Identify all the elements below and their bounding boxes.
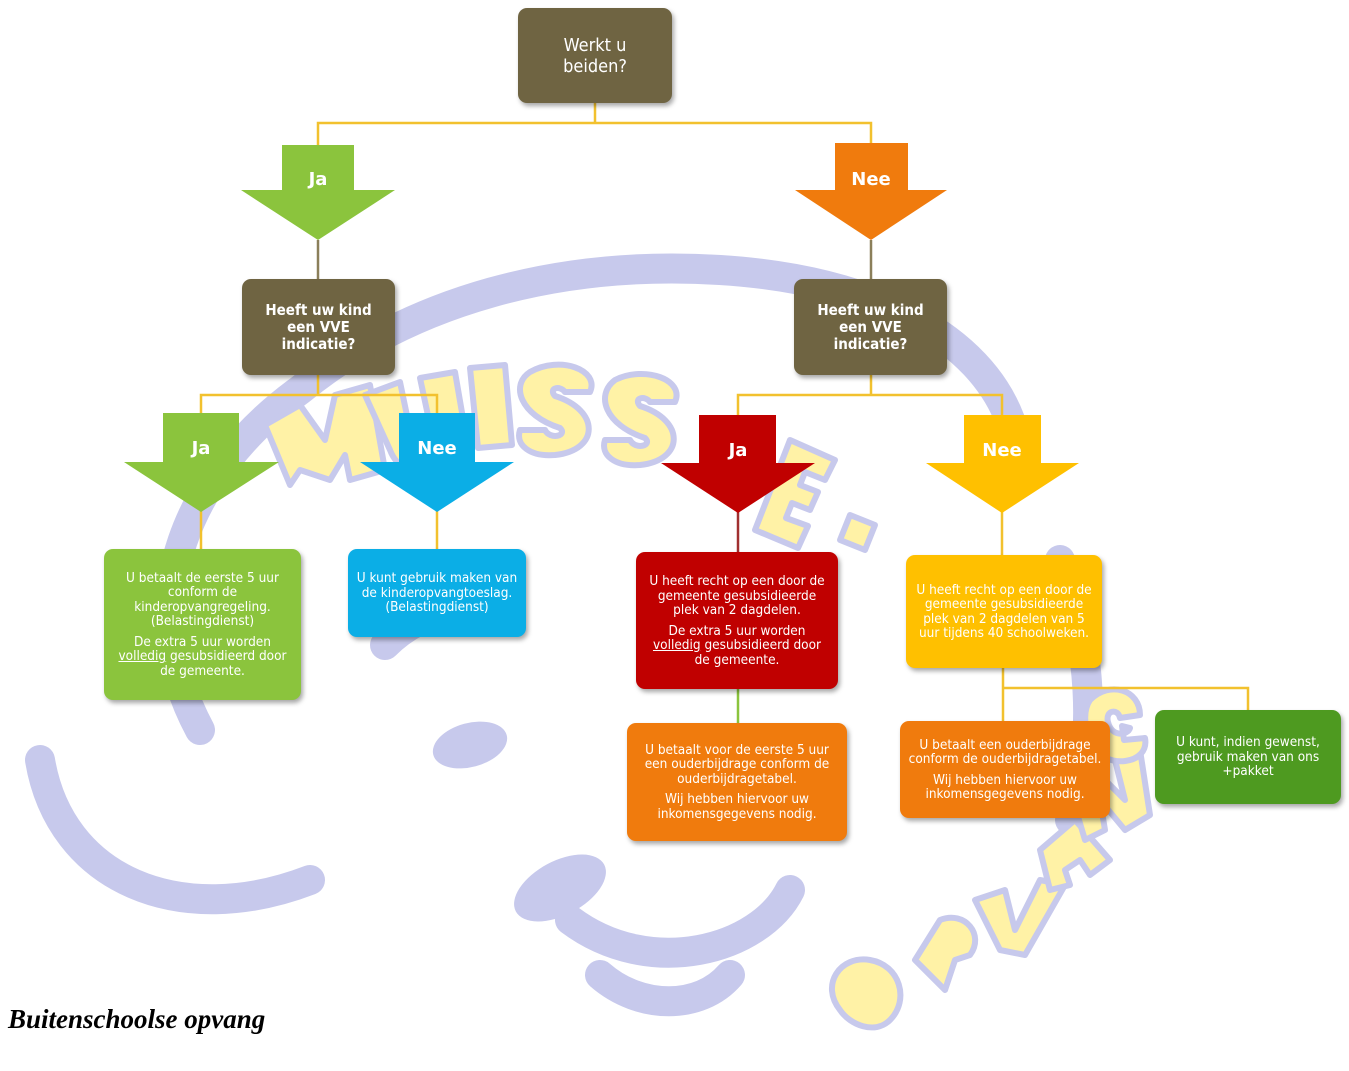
- section-heading: Buitenschoolse opvang: [8, 1004, 266, 1034]
- outcome-text: U heeft recht op een door de gemeente ge…: [916, 581, 1092, 641]
- watermark-eye: [514, 854, 606, 922]
- watermark-letter-m: [262, 382, 388, 488]
- arrow-down-red: [661, 415, 815, 513]
- question-text: Heeft uw kind een VVE indicatie?: [817, 300, 924, 353]
- watermark-nose: [432, 721, 508, 769]
- arrow-down-yellow: [926, 415, 1079, 513]
- connector-yellow-box: [1001, 668, 1250, 722]
- outcome-box-yellow: U heeft recht op een door de gemeente ge…: [906, 555, 1102, 668]
- watermark-letter-s1: [516, 361, 595, 459]
- watermark-letter-o: [828, 956, 904, 1031]
- outcome-box-green: U betaalt de eerste 5 uur conform de kin…: [104, 549, 301, 700]
- watermark-letter-p: [912, 914, 979, 993]
- outcome-text-part: gesubsidieerd door de gemeente.: [160, 648, 287, 679]
- question-line-2: beiden?: [563, 55, 627, 77]
- outcome-box-orange-ouderbijdrage-5uur: U betaalt voor de eerste 5 uur een ouder…: [627, 723, 847, 841]
- outcome-text-2: De extra 5 uur worden volledig gesubsidi…: [644, 622, 830, 668]
- arrow-label-nee-right: Nee: [982, 440, 1022, 461]
- watermark-dot: [837, 512, 878, 553]
- arrow-label-nee-left: Nee: [417, 438, 457, 459]
- outcome-text-part: De extra 5 uur worden: [668, 622, 806, 639]
- outcome-box-orange-ouderbijdrage: U betaalt een ouderbijdrage conform de o…: [900, 721, 1110, 818]
- arrow-label-ja-right: Ja: [728, 440, 748, 461]
- outcome-text-1: U heeft recht op een door de gemeente ge…: [649, 573, 825, 618]
- arrow-down-cyan: [360, 413, 514, 512]
- question-line-1: Werkt u: [563, 34, 627, 56]
- outcome-text: U kunt gebruik maken van de kinderopvang…: [356, 570, 518, 616]
- watermark-chin-curve: [25, 745, 325, 915]
- connector-left-q: [199, 375, 439, 415]
- watermark-letter-e: [752, 437, 838, 551]
- outcome-box-cyan: U kunt gebruik maken van de kinderopvang…: [348, 549, 526, 637]
- outcome-text: U kunt, indien gewenst, gebruik maken va…: [1176, 734, 1320, 780]
- outcome-text-2: De extra 5 uur worden volledig gesubsidi…: [112, 635, 293, 679]
- outcome-text-part: gesubsidieerd door de gemeente.: [694, 637, 822, 668]
- question-text: Heeft uw kind een VVE indicatie?: [265, 300, 372, 353]
- arrow-label-ja-top: Ja: [308, 169, 328, 190]
- outcome-text-emphasis: volledig: [118, 648, 167, 665]
- watermark-letter-s2: [601, 370, 680, 469]
- outcome-text-2: Wij hebben hiervoor uw inkomensgegevens …: [657, 791, 817, 822]
- question-box-vve-right: Heeft uw kind een VVE indicatie?: [794, 279, 947, 375]
- outcome-text-1: U betaalt de eerste 5 uur conform de kin…: [126, 569, 279, 630]
- watermark-tooth: [585, 960, 745, 1017]
- watermark-mouth: [555, 875, 805, 968]
- question-box-werkt-u-beiden: Werkt u beiden?: [518, 8, 672, 103]
- outcome-text-1: U betaalt een ouderbijdrage conform de o…: [908, 736, 1102, 767]
- outcome-text-2: Wij hebben hiervoor uw inkomensgegevens …: [925, 771, 1085, 802]
- arrow-label-ja-left: Ja: [191, 438, 211, 459]
- arrow-down-green: [124, 413, 279, 512]
- question-box-vve-left: Heeft uw kind een VVE indicatie?: [242, 279, 395, 375]
- arrow-label-nee-top: Nee: [851, 169, 891, 190]
- arrow-down-orange-top: [795, 143, 947, 240]
- connector-right-q: [736, 375, 1004, 415]
- connector-root: [316, 103, 873, 145]
- arrow-down-green-top: [241, 145, 395, 240]
- outcome-text-1: U betaalt voor de eerste 5 uur een ouder…: [644, 741, 830, 787]
- outcome-text-part: De extra 5 uur worden: [134, 633, 271, 650]
- outcome-box-pluspakket: U kunt, indien gewenst, gebruik maken va…: [1155, 710, 1341, 804]
- outcome-box-red: U heeft recht op een door de gemeente ge…: [636, 552, 838, 689]
- outcome-text-emphasis: volledig: [652, 637, 701, 653]
- watermark-letter-i: [467, 362, 515, 451]
